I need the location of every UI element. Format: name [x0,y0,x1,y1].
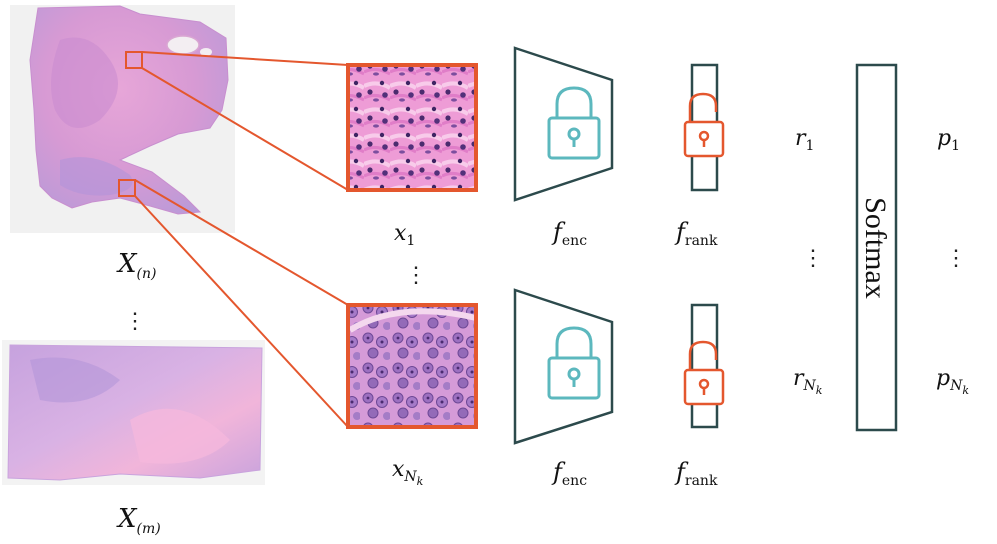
encoder-top [513,46,614,202]
patch-label-xnk: xNk [392,457,424,488]
unlocked-padlock-icon [683,92,725,158]
score-r1: r1 [795,126,814,154]
unlocked-padlock-icon [683,340,725,406]
whole-slide-image-n [10,5,235,233]
patch-label-x1: x1 [394,221,415,249]
scores-ellipsis: ⋮ [802,246,824,271]
encoder-label-top: fenc [551,218,587,249]
slides-ellipsis: ⋮ [124,309,146,334]
encoder-label-bottom: fenc [551,458,587,489]
patches-ellipsis: ⋮ [405,263,427,288]
slide-label-n: X(n) [116,249,156,282]
roi-box-top [125,51,143,69]
ranker-bottom [690,303,719,429]
locked-padlock-icon [547,326,601,400]
roi-connector-lines [134,51,349,428]
patch-x1 [346,63,478,192]
whole-slide-image-m [2,340,265,485]
ranker-label-bottom: frank [674,458,718,489]
probs-ellipsis: ⋮ [945,246,967,271]
slide-label-m: X(m) [116,504,161,537]
softmax-box [855,63,898,432]
score-rnk: rNk [793,366,823,397]
softmax-label: Softmax [859,197,892,299]
locked-padlock-icon [547,86,601,160]
roi-box-bottom [118,179,136,197]
patch-xnk [346,303,478,429]
encoder-bottom [513,288,614,445]
ranker-label-top: frank [674,218,718,249]
prob-p1: p1 [937,126,960,154]
prob-pnk: pNk [936,366,969,397]
